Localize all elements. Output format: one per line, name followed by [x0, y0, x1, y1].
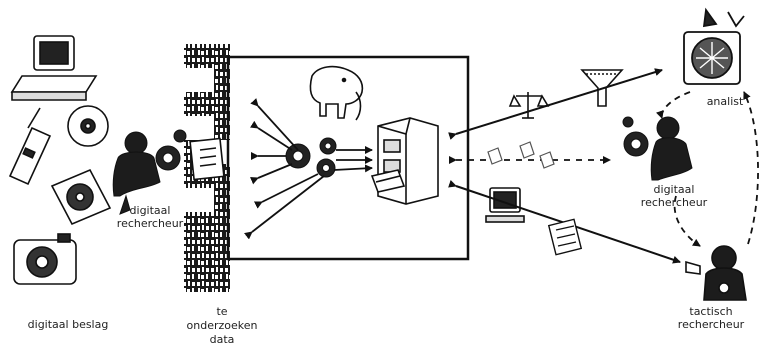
camera-icon — [14, 234, 76, 284]
label-digitaal-right: digitaal — [634, 183, 714, 196]
notepad-icon — [190, 139, 224, 180]
investigator-icon — [651, 117, 692, 180]
label-rechercheur-right: rechercheur — [624, 196, 724, 209]
document-icon — [488, 142, 554, 168]
data-arrows — [252, 106, 372, 232]
binary-block — [184, 236, 230, 292]
label-rechercheur-left: rechercheur — [100, 217, 200, 230]
binary-block — [184, 44, 230, 68]
monitor-icon — [486, 188, 524, 222]
phone-icon — [10, 108, 50, 184]
computer-icon — [12, 36, 96, 100]
cd-icon — [68, 106, 108, 146]
label-digitaal-beslag: digitaal beslag — [8, 318, 128, 331]
label-digitaal-left: digitaal — [110, 204, 190, 217]
label-tactisch: tactisch — [666, 305, 756, 318]
label-analist: analist — [690, 95, 760, 108]
harddisk-icon — [52, 170, 110, 224]
label-tactisch-rechercheur: rechercheur — [656, 318, 766, 331]
gear-icon — [156, 130, 186, 170]
filing-cabinet-icon — [372, 118, 438, 204]
tactical-investigator-icon — [686, 246, 746, 300]
scales-icon — [510, 92, 548, 118]
gear-icon — [623, 117, 648, 156]
analyst-icon — [684, 10, 744, 84]
document-icon — [549, 219, 581, 254]
label-te: te — [182, 305, 262, 318]
label-data: data — [182, 333, 262, 346]
database-elephant-icon — [310, 67, 362, 120]
label-onderzoeken: onderzoeken — [172, 319, 272, 332]
investigator-icon — [113, 132, 160, 214]
binary-block — [184, 92, 230, 116]
